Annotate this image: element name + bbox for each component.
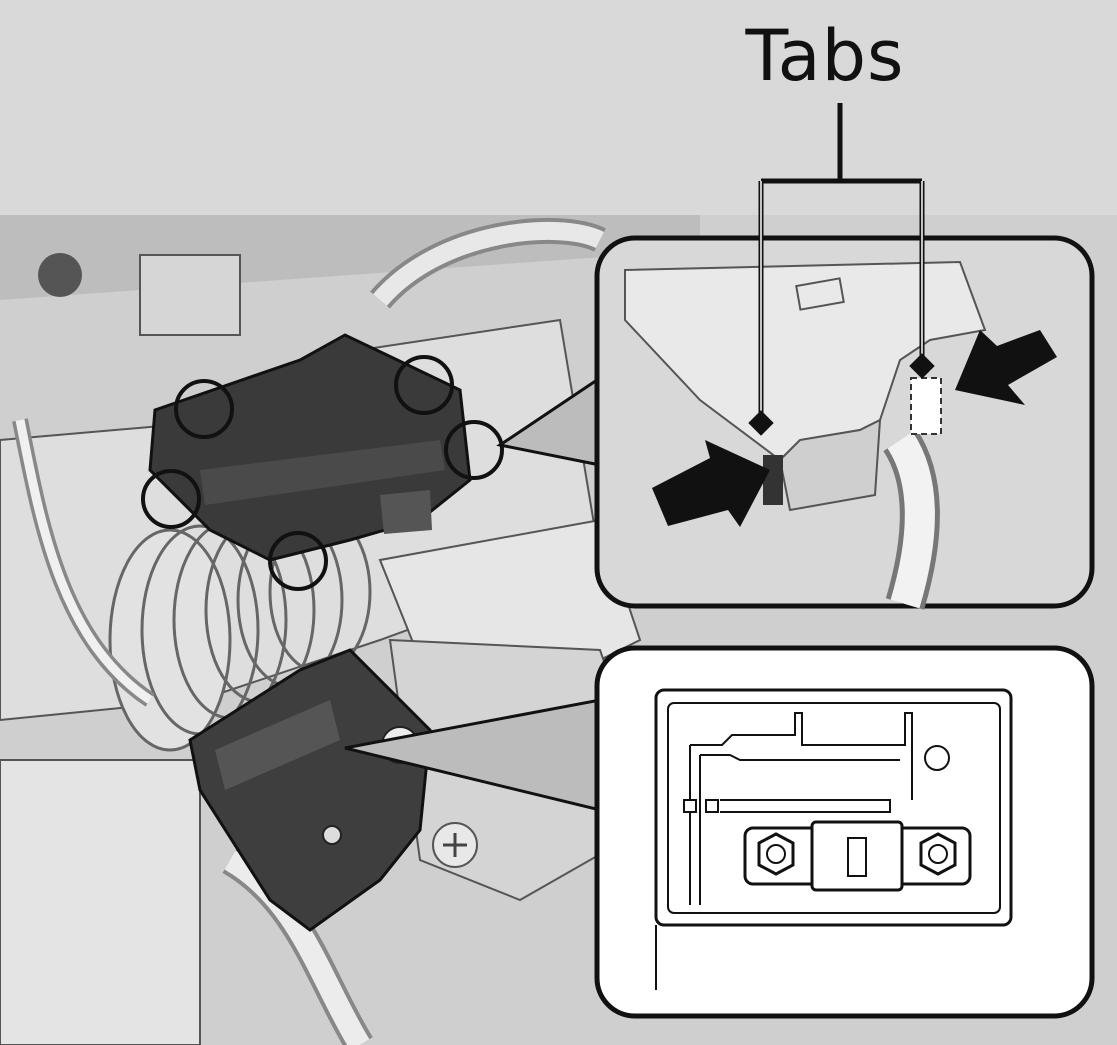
- tabs-label: Tabs: [745, 15, 905, 97]
- highlight-circle: [394, 355, 454, 415]
- header-band: [0, 0, 1117, 215]
- fuse-holder: [188, 648, 432, 932]
- bolt-icon: [919, 832, 957, 876]
- arrow-icon: [955, 330, 1057, 405]
- highlight-circle: [141, 469, 201, 529]
- fuse-box-cover: [148, 333, 472, 562]
- tab-highlights: [141, 355, 504, 591]
- bolt-icon: [757, 832, 795, 876]
- tabs-leader-lines: [758, 103, 925, 423]
- tab-marker-icon: [909, 353, 935, 379]
- fuse-detail-inset: [594, 645, 1095, 1019]
- highlight-circle: [174, 379, 234, 439]
- fuse-icon: [743, 820, 972, 892]
- highlight-circle: [444, 420, 504, 480]
- tab-detail-inset: [594, 235, 1095, 610]
- highlight-circle: [268, 531, 328, 591]
- tab-marker-icon: [910, 377, 942, 435]
- tab-marker-icon: [748, 410, 774, 436]
- arrow-icon: [652, 440, 770, 527]
